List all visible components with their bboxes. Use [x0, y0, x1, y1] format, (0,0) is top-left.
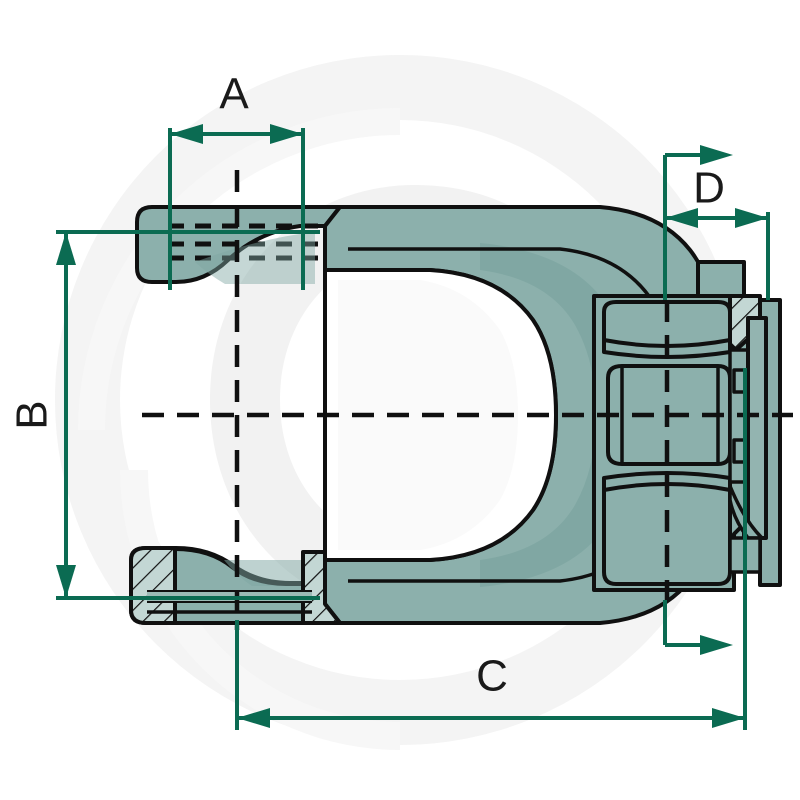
dimension-label-A: A [219, 70, 249, 119]
dimension-label-C: C [476, 652, 508, 701]
dimension-A [168, 124, 305, 290]
hub-end-face [746, 316, 768, 540]
dim-A-arrow-left [170, 124, 203, 144]
dimension-annotations [56, 124, 770, 730]
bottom-arm-section-left [129, 546, 177, 625]
dim-B-arrow-bottom [56, 565, 76, 598]
top-arm-shade [195, 232, 315, 284]
dimension-label-D: D [693, 164, 725, 213]
centerlines [142, 170, 793, 630]
dim-A-arrow-right [270, 124, 303, 144]
top-arm-detail [195, 232, 315, 284]
dimension-C [235, 368, 747, 730]
dim-B-arrow-top [56, 232, 76, 265]
dim-D-arrow-right [735, 208, 768, 228]
spline-detail-block [592, 294, 768, 592]
dim-D-leader-bottom-arrow [700, 635, 733, 655]
bottom-arm-shade [224, 560, 310, 586]
dimension-B [56, 230, 320, 600]
dim-D-arrow-left [665, 208, 698, 228]
dimension-label-B: B [8, 400, 57, 429]
dim-D-leader-top-arrow [700, 145, 733, 165]
dimension-D [663, 145, 770, 655]
dim-C-arrow-right [712, 708, 745, 728]
dim-C-arrow-left [237, 708, 270, 728]
